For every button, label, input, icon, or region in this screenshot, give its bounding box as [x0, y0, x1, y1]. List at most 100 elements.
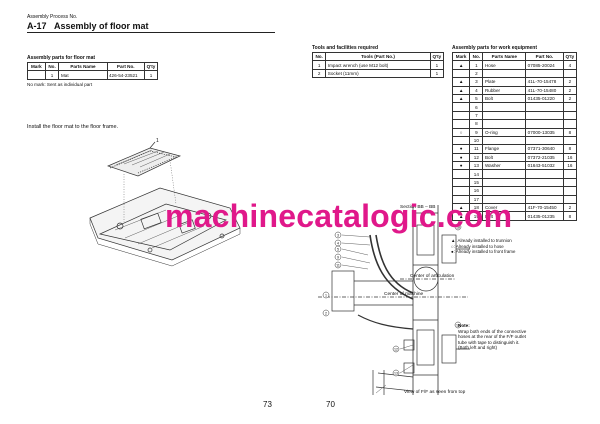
cell-mark: ▲ — [451, 77, 471, 87]
cell-mark: ● — [451, 152, 471, 163]
cell-qty — [562, 110, 578, 121]
cell-no: 1 — [311, 60, 327, 70]
cell-qty — [562, 119, 578, 129]
callout-3: 3 — [337, 233, 339, 237]
cell-part-no: 01435-01235 — [525, 211, 564, 221]
cell-mark: ▲ — [451, 93, 471, 104]
table-row: 2 Socket (11mm) 1 — [311, 68, 445, 79]
cell-name — [482, 110, 527, 121]
note-line: tube with tape to distinguish it. — [458, 339, 520, 345]
cell-qty — [562, 68, 578, 79]
cell-part-no — [525, 102, 564, 112]
cell-tool: Socket (11mm) — [325, 68, 431, 79]
cell-no: 12 — [469, 152, 484, 163]
cell-qty: 2 — [562, 93, 578, 104]
column-header: Q'ty — [143, 61, 159, 72]
table-row: 1 Impact wrench (use M12 bolt) 1 — [311, 60, 445, 70]
cell-no: 1 — [44, 70, 60, 80]
note-title: Note: — [458, 323, 470, 328]
view-caption: View of F/F as seen from top — [404, 390, 466, 395]
cell-name — [482, 119, 527, 129]
page-number-left: 73 — [263, 400, 272, 409]
table-row: 7 — [451, 110, 578, 121]
cell-name: Mat — [58, 70, 108, 80]
cell-no: 13 — [469, 161, 484, 171]
watermark-text: machinecatalogic.com — [165, 198, 513, 234]
cell-no: 3 — [469, 77, 484, 87]
cell-qty — [562, 177, 578, 188]
note-line: (Both left and right) — [458, 345, 498, 351]
table-row: 6 — [451, 102, 578, 112]
floor-mat-note: No mark: Sent as individual part — [27, 82, 93, 87]
column-header: Mark — [27, 61, 46, 72]
callout-12: 12 — [394, 347, 398, 351]
table-row: 10 — [451, 135, 578, 146]
cell-qty: 8 — [562, 127, 578, 137]
callout-13: 13 — [394, 371, 398, 375]
column-header: Mark — [451, 51, 471, 62]
table-row: 16 — [451, 186, 578, 196]
cell-no: 2 — [311, 68, 327, 79]
cell-name: Bolt — [482, 211, 527, 221]
cell-mark — [451, 186, 471, 196]
cell-mark — [451, 119, 471, 129]
cell-qty — [562, 169, 578, 179]
cell-name — [482, 68, 527, 79]
cell-name: Plate — [482, 77, 527, 87]
cell-tool: Impact wrench (use M12 bolt) — [325, 60, 431, 70]
cell-no: 4 — [469, 85, 484, 95]
floor-mat-parts-table: Mark No. Parts Name Part No. Q'ty 1 Mat … — [27, 61, 159, 80]
cell-part-no — [525, 169, 564, 179]
section-label: Section BB – BB — [400, 205, 436, 210]
cell-mark — [451, 177, 471, 188]
cell-qty — [562, 135, 578, 146]
cell-qty: 8 — [562, 211, 578, 221]
cell-part-no: 426-54-23521 — [106, 70, 145, 80]
table-row: 14 — [451, 169, 578, 179]
cell-part-no — [525, 135, 564, 146]
wrap-note: Note: Wrap both ends of the connective h… — [458, 323, 526, 351]
cell-mark — [451, 68, 471, 79]
note-line: hoses at the rear of the F/F outlet — [458, 334, 526, 340]
cell-no: 7 — [469, 110, 484, 121]
cell-qty — [562, 194, 578, 205]
table-row: 2 — [451, 68, 578, 79]
callout-4: 4 — [337, 241, 339, 245]
column-header: Q'ty — [429, 51, 445, 62]
page-title: Assembly of floor mat — [54, 21, 149, 31]
callout-18: 18 — [456, 225, 460, 229]
cell-qty — [562, 102, 578, 112]
column-header: Parts Name — [482, 51, 527, 62]
cell-part-no: 01435-01220 — [525, 93, 564, 104]
cell-part-no: 01643-51032 — [525, 161, 564, 171]
callout-5: 5 — [337, 247, 339, 251]
cell-qty: 16 — [562, 161, 578, 171]
cell-qty: 1 — [429, 68, 445, 79]
cell-part-no: 07085-20024 — [525, 60, 564, 70]
cell-part-no — [525, 119, 564, 129]
cell-qty: 2 — [562, 85, 578, 95]
process-label: Assembly Process No. — [27, 14, 78, 20]
table-row: 8 — [451, 119, 578, 129]
cell-qty: 1 — [429, 60, 445, 70]
cell-mark — [27, 70, 46, 80]
cell-qty: 8 — [562, 144, 578, 154]
floor-mat-illustration: 1 — [89, 138, 241, 267]
cell-mark — [451, 169, 471, 179]
note-line: Wrap both ends of the connective — [458, 328, 527, 334]
tools-table: No. Tools (Part No.) Q'ty 1 Impact wrenc… — [311, 51, 445, 79]
center-articulation-label: Center of articulation — [410, 274, 455, 279]
table-header-row: Mark No. Parts Name Part No. Q'ty — [27, 61, 159, 72]
callout-19: 19 — [456, 323, 460, 327]
cell-no: 9 — [469, 127, 484, 137]
hose-assembly-diagram: 3 4 5 9 11 12 13 1 2 18 19 — [318, 205, 470, 395]
work-equipment-legend: ▲: Already installed to trunnion ○: Alre… — [451, 238, 515, 255]
legend-front-frame: ●: Already installed to front frame — [451, 249, 516, 254]
floor-mat-parts-caption: Assembly parts for floor mat — [27, 55, 96, 61]
cell-name: Rubber — [482, 85, 527, 95]
